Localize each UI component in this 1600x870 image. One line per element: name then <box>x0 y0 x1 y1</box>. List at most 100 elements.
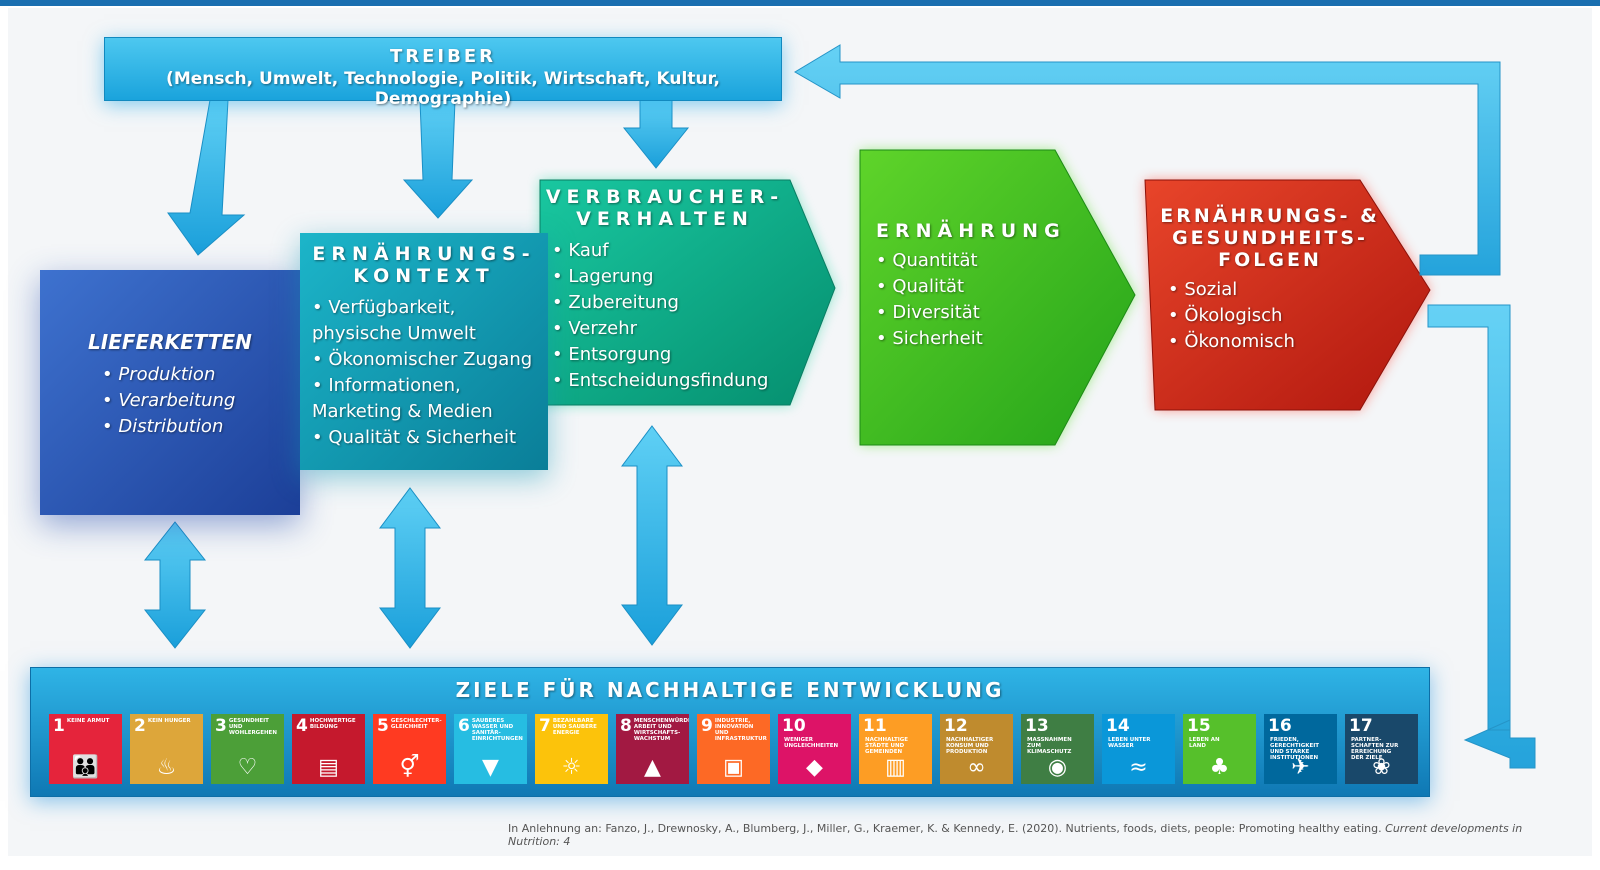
eye-icon: ◉ <box>1047 755 1068 780</box>
list-item: Entscheidungsfindung <box>552 368 790 394</box>
kontext-title-line2: KONTEXT <box>353 265 495 287</box>
sdg-tile-11: 11NACHHALTIGE STÄDTE UND GEMEINDEN▥ <box>859 714 932 784</box>
list-item: Ökonomischer Zugang <box>312 347 542 373</box>
sdg-number: 8 <box>620 716 632 736</box>
sdg-label: BEZAHLBARE UND SAUBERE ENERGIE <box>552 718 597 736</box>
dove-icon: ✈ <box>1291 755 1310 780</box>
sdg-tile-17: 17PARTNER-SCHAFTEN ZUR ERREICHUNG DER ZI… <box>1345 714 1418 784</box>
list-item: Diversität <box>876 300 1076 326</box>
verbraucher-title-line2: VERHALTEN <box>576 208 754 230</box>
folgen-title-line2: GESUNDHEITS- <box>1172 227 1368 249</box>
list-item: Verarbeitung <box>102 388 300 414</box>
sdg-tile-15: 15LEBEN AN LAND ♣ <box>1183 714 1256 784</box>
sdg-label: KEINE ARMUT <box>66 718 110 724</box>
double-arrow-kontext <box>379 487 441 649</box>
sdg-label: SAUBERES WASSER UND SANITÄR-EINRICHTUNGE… <box>471 718 523 742</box>
list-item: Ökologisch <box>1168 303 1380 329</box>
sdg-tile-16: 16FRIEDEN, GERECHTIGKEIT UND STARKE INST… <box>1264 714 1337 784</box>
double-arrow-verbraucher <box>621 425 683 646</box>
folgen-title-line1: ERNÄHRUNGS- & <box>1160 205 1380 227</box>
list-item: Sicherheit <box>876 326 1076 352</box>
sdg-label: NACHHALTIGE STÄDTE UND GEMEINDEN <box>865 737 909 755</box>
folgen-title-line3: FOLGEN <box>1218 249 1322 271</box>
feedback-arrow-bottom <box>1427 304 1536 769</box>
sdg-tile-12: 12NACHHALTIGER KONSUM UND PRODUKTION∞ <box>940 714 1013 784</box>
list-item: Verfügbarkeit, physische Umwelt <box>312 295 542 347</box>
sdg-number: 6 <box>458 716 470 736</box>
lieferketten-title: LIEFERKETTEN <box>88 330 252 354</box>
sdg-label: LEBEN AN LAND <box>1189 737 1220 749</box>
verbraucher-box: VERBRAUCHER- VERHALTEN Kauf Lagerung Zub… <box>540 186 790 394</box>
sdg-label: MASSNAHMEN ZUM KLIMASCHUTZ <box>1027 737 1072 755</box>
list-item: Ökonomisch <box>1168 329 1380 355</box>
book-icon: ▤ <box>318 755 339 780</box>
sdg-number: 17 <box>1349 716 1373 736</box>
sdg-label: LEBEN UNTER WASSER <box>1108 737 1151 749</box>
treiber-subtitle: (Mensch, Umwelt, Technologie, Politik, W… <box>166 69 720 109</box>
sdg-label: GESCHLECHTER-GLEICHHEIT <box>390 718 442 730</box>
list-item: Qualität <box>876 274 1076 300</box>
fish-icon: ≈ <box>1129 755 1148 780</box>
kontext-box: ERNÄHRUNGS- KONTEXT Verfügbarkeit, physi… <box>300 233 548 470</box>
tree-icon: ♣ <box>1209 755 1230 780</box>
sdg-label: MENSCHENWÜRDIGE ARBEIT UND WIRTSCHAFTS-W… <box>633 718 689 742</box>
folgen-box: ERNÄHRUNGS- & GESUNDHEITS- FOLGEN Sozial… <box>1160 205 1380 355</box>
sdg-number: 2 <box>134 716 146 736</box>
top-bar <box>0 0 1600 6</box>
heartbeat-icon: ♡ <box>237 755 258 780</box>
cubes-icon: ▣ <box>723 755 744 780</box>
list-item: Quantität <box>876 248 1076 274</box>
list-item: Verzehr <box>552 316 790 342</box>
bowl-icon: ♨ <box>156 755 177 780</box>
sdg-label: NACHHALTIGER KONSUM UND PRODUKTION <box>946 737 994 755</box>
folgen-list: Sozial Ökologisch Ökonomisch <box>1168 277 1380 355</box>
sdg-label: INDUSTRIE, INNOVATION UND INFRASTRUKTUR <box>714 718 767 742</box>
sdg-number: 12 <box>944 716 968 736</box>
list-item: Entsorgung <box>552 342 790 368</box>
kontext-title-line1: ERNÄHRUNGS- <box>312 243 536 265</box>
sdg-number: 15 <box>1187 716 1211 736</box>
kontext-list: Verfügbarkeit, physische Umwelt Ökonomis… <box>312 295 542 451</box>
sdg-number: 7 <box>539 716 551 736</box>
down-arrow-kontext <box>402 99 474 219</box>
list-item: Distribution <box>102 414 300 440</box>
sdg-number: 3 <box>215 716 227 736</box>
down-arrow-lieferketten <box>167 99 246 256</box>
sdg-number: 11 <box>863 716 887 736</box>
feedback-arrow-top <box>794 44 1501 276</box>
lieferketten-box: LIEFERKETTEN Produktion Verarbeitung Dis… <box>40 270 300 515</box>
growth-icon: ▲ <box>644 755 661 780</box>
sdg-number: 14 <box>1106 716 1130 736</box>
list-item: Kauf <box>552 238 790 264</box>
ernaehrung-title: ERNÄHRUNG <box>876 220 1066 242</box>
lieferketten-list: Produktion Verarbeitung Distribution <box>102 362 300 440</box>
sdg-tile-13: 13MASSNAHMEN ZUM KLIMASCHUTZ◉ <box>1021 714 1094 784</box>
citation-text: In Anlehnung an: Fanzo, J., Drewnosky, A… <box>508 822 1382 835</box>
gender-icon: ⚥ <box>399 755 420 780</box>
sdg-number: 13 <box>1025 716 1049 736</box>
sdg-tile-14: 14LEBEN UNTER WASSER ≈ <box>1102 714 1175 784</box>
list-item: Zubereitung <box>552 290 790 316</box>
infinity-icon: ∞ <box>967 755 986 780</box>
sun-icon: ☼ <box>561 755 582 780</box>
sdg-number: 9 <box>701 716 713 736</box>
sdg-number: 5 <box>377 716 389 736</box>
ziele-title: ZIELE FÜR NACHHALTIGE ENTWICKLUNG <box>455 678 1005 702</box>
sdg-label: KEIN HUNGER <box>147 718 191 724</box>
rings-icon: ❀ <box>1372 755 1391 780</box>
list-item: Sozial <box>1168 277 1380 303</box>
ernaehrung-box: ERNÄHRUNG Quantität Qualität Diversität … <box>876 220 1076 352</box>
city-icon: ▥ <box>885 755 906 780</box>
verbraucher-title-line1: VERBRAUCHER- <box>545 186 785 208</box>
list-item: Qualität & Sicherheit <box>312 425 542 451</box>
sdg-tile-10: 10WENIGER UNGLEICHHEITEN◆ <box>778 714 851 784</box>
sdg-label: FRIEDEN, GERECHTIGKEIT UND STARKE INSTIT… <box>1270 737 1320 761</box>
